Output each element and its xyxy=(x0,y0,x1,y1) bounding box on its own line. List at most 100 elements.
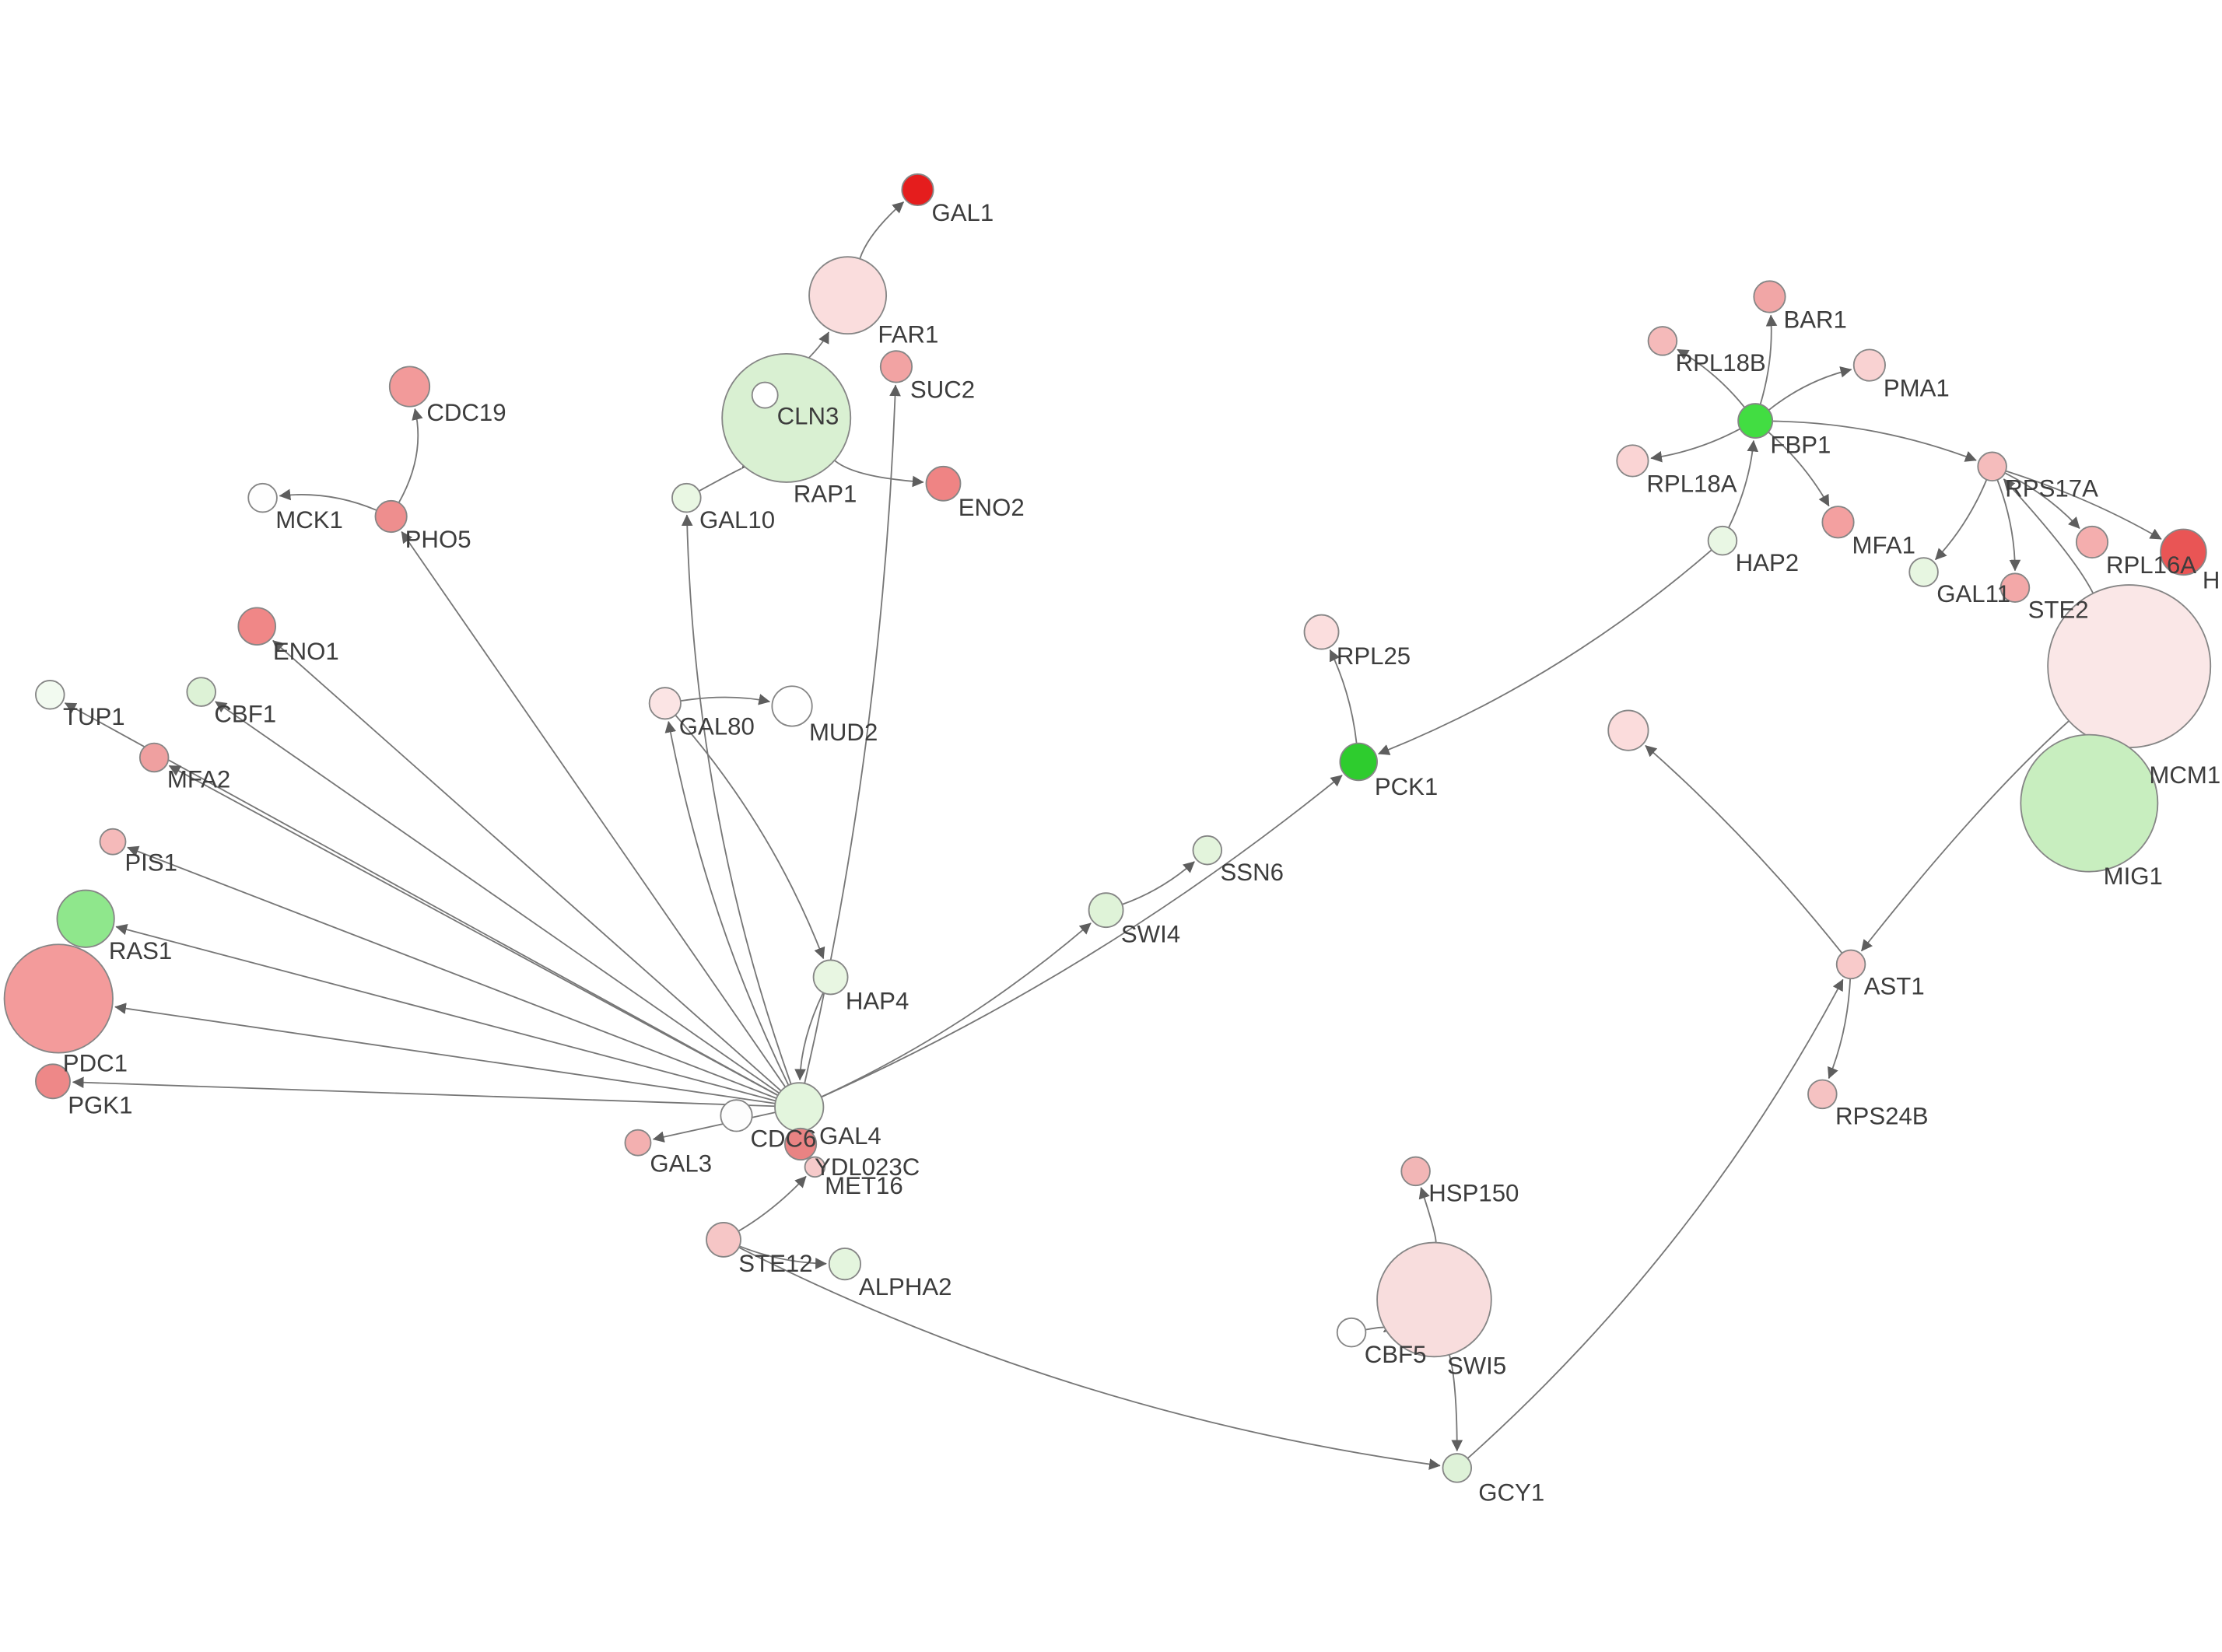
node-cln3[interactable] xyxy=(751,381,779,409)
node-rap1[interactable] xyxy=(721,352,852,483)
edge-FBP1-PMA1[interactable] xyxy=(1768,366,1852,411)
edge-FBP1-RPL18A[interactable] xyxy=(1650,428,1741,463)
node-ste2[interactable] xyxy=(1999,572,2031,603)
edge-RPS17A-HIS4[interactable] xyxy=(2005,470,2162,540)
edge-GAL4-SWI4[interactable] xyxy=(821,922,1092,1098)
edge-FBP1-RPS17A[interactable] xyxy=(1772,420,1977,462)
edge-STE12-ALPHA2[interactable] xyxy=(739,1245,827,1269)
edge-GAL4-PDC1[interactable] xyxy=(114,1003,776,1104)
node-rpl25[interactable] xyxy=(1303,614,1340,650)
node-ste12[interactable] xyxy=(706,1221,741,1258)
edge-HAP4-GAL4[interactable] xyxy=(794,992,824,1081)
node-rpl18b[interactable] xyxy=(1647,326,1678,356)
edge-GAL4-CBF1[interactable] xyxy=(215,701,780,1094)
node-tup1[interactable] xyxy=(35,679,65,710)
edge-FBP1-RPL18B[interactable] xyxy=(1677,348,1746,408)
edge-FAR1-GAL1[interactable] xyxy=(859,201,905,260)
node-ydl023c[interactable] xyxy=(783,1127,818,1161)
node-gcy1[interactable] xyxy=(1442,1453,1473,1483)
node-swi4[interactable] xyxy=(1088,892,1124,929)
node-pck1[interactable] xyxy=(1339,742,1378,782)
node-pdc1[interactable] xyxy=(3,943,114,1054)
node-mig1[interactable] xyxy=(2020,733,2159,873)
edge-GAL4-PGK1[interactable] xyxy=(72,1076,776,1108)
node-mud2[interactable] xyxy=(771,685,813,727)
node-pgk1[interactable] xyxy=(35,1063,71,1100)
node-ras1[interactable] xyxy=(56,889,115,948)
edge-GCY1-AST1[interactable] xyxy=(1467,978,1844,1459)
edge-AST1-RPS24B[interactable] xyxy=(1828,978,1852,1080)
node-mck1[interactable] xyxy=(247,482,278,513)
node-cdc6[interactable] xyxy=(720,1099,753,1132)
edge-GAL4-PIS1[interactable] xyxy=(127,845,777,1100)
node-his4[interactable] xyxy=(2160,528,2207,576)
edge-HAP2-FBP1[interactable] xyxy=(1728,439,1759,529)
edge-MCM1-RPS17A[interactable] xyxy=(2003,478,2094,594)
edge-PHO5-CDC19[interactable] xyxy=(398,408,423,503)
edge-GAL80-MUD2[interactable] xyxy=(680,694,770,705)
node-rpl18a[interactable] xyxy=(1616,444,1649,478)
edge-RPS17A-STE2[interactable] xyxy=(1996,479,2021,572)
node-ssn6[interactable] xyxy=(1192,835,1223,866)
edge-FBP1-MFA1[interactable] xyxy=(1768,431,1830,507)
edge-RAP1-ENO2[interactable] xyxy=(834,460,924,488)
node-unnamed1[interactable] xyxy=(1607,709,1649,751)
edge-GAL80-HAP4[interactable] xyxy=(675,714,825,960)
edge-HAP2-PCK1[interactable] xyxy=(1378,549,1712,755)
node-far1[interactable] xyxy=(808,256,888,335)
node-mfa1[interactable] xyxy=(1821,506,1855,539)
node-gal80[interactable] xyxy=(648,687,682,720)
edge-MCM1-AST1[interactable] xyxy=(1860,720,2070,952)
node-rps24b[interactable] xyxy=(1807,1079,1838,1110)
node-hap2[interactable] xyxy=(1707,525,1738,556)
edge-STE12-MET16[interactable] xyxy=(738,1175,807,1232)
node-suc2[interactable] xyxy=(879,350,913,383)
node-cbf5[interactable] xyxy=(1336,1317,1367,1348)
node-swi5[interactable] xyxy=(1376,1241,1492,1358)
node-alpha2[interactable] xyxy=(828,1248,862,1281)
edge-GAL4-PHO5[interactable] xyxy=(401,531,787,1088)
edge-GAL10-RAP1[interactable] xyxy=(699,456,754,492)
node-fbp1[interactable] xyxy=(1737,403,1774,439)
node-ast1[interactable] xyxy=(1835,949,1866,980)
edge-GAL4-ENO1[interactable] xyxy=(272,639,782,1092)
node-pis1[interactable] xyxy=(99,828,127,856)
node-eno1[interactable] xyxy=(237,607,276,646)
node-met16[interactable] xyxy=(804,1156,826,1178)
edge-GAL4-PCK1[interactable] xyxy=(821,775,1343,1098)
edge-PHO5-MCK1[interactable] xyxy=(279,488,377,511)
node-hap4[interactable] xyxy=(812,959,849,996)
node-pma1[interactable] xyxy=(1852,348,1886,382)
edge-GAL4-GAL10[interactable] xyxy=(681,514,792,1085)
edge-STE12-GCY1[interactable] xyxy=(738,1247,1441,1470)
node-pho5[interactable] xyxy=(374,499,408,534)
node-gal1[interactable] xyxy=(901,173,934,207)
node-gal11[interactable] xyxy=(1908,557,1939,587)
node-cdc19[interactable] xyxy=(388,366,431,408)
edge-GAL4-MFA2[interactable] xyxy=(168,765,779,1097)
edge-SWI5-GCY1[interactable] xyxy=(1449,1354,1463,1452)
edge-FBP1-BAR1[interactable] xyxy=(1759,314,1778,405)
node-bar1[interactable] xyxy=(1753,280,1786,313)
edge-SWI4-SSN6[interactable] xyxy=(1121,861,1195,905)
edge-RPS17A-GAL11[interactable] xyxy=(1934,479,1988,561)
node-hsp150[interactable] xyxy=(1400,1156,1431,1187)
edge-SWI5-HSP150[interactable] xyxy=(1418,1187,1437,1243)
edge-AST1-UNNAMED1[interactable] xyxy=(1645,744,1843,954)
node-cbf1[interactable] xyxy=(186,677,216,707)
edge-GAL4-GAL3[interactable] xyxy=(652,1111,776,1143)
node-rpl16a[interactable] xyxy=(2075,525,2109,559)
node-mcm1[interactable] xyxy=(2047,584,2212,749)
node-gal4[interactable] xyxy=(774,1082,825,1132)
edge-GAL4-TUP1[interactable] xyxy=(64,702,779,1097)
edge-GAL4-GAL80[interactable] xyxy=(664,721,790,1086)
edge-PCK1-RPL25[interactable] xyxy=(1329,649,1358,744)
edge-GAL4-RAS1[interactable] xyxy=(115,923,776,1102)
node-eno2[interactable] xyxy=(925,465,962,502)
node-mfa2[interactable] xyxy=(138,742,170,773)
node-rps17a[interactable] xyxy=(1977,451,2007,482)
edge-RPS17A-RPL16A[interactable] xyxy=(2004,472,2080,530)
node-gal3[interactable] xyxy=(624,1129,652,1157)
node-gal10[interactable] xyxy=(671,482,702,513)
